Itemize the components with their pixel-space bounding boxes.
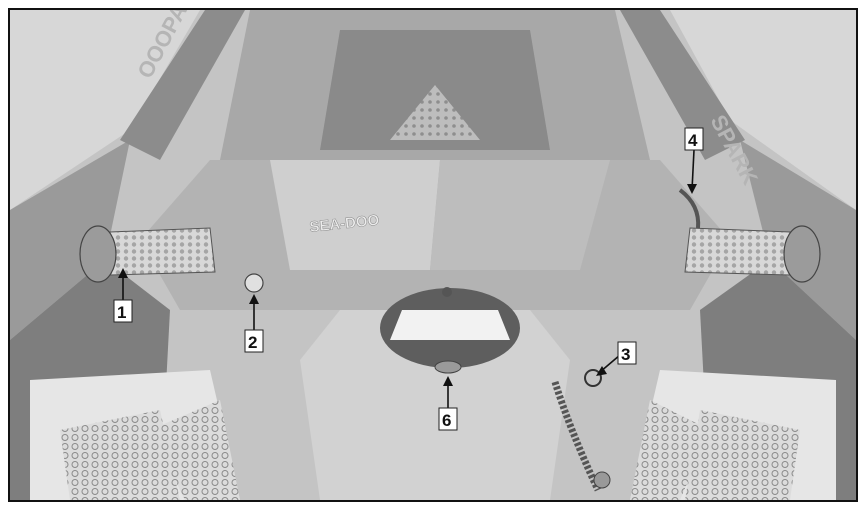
handlebar-illustration: OOOPAB SPARK SEA-DOO 1 2 3 bbox=[10, 10, 856, 500]
figure-frame: OOOPAB SPARK SEA-DOO 1 2 3 bbox=[8, 8, 858, 502]
left-grip-end bbox=[80, 226, 116, 282]
callout-1: 1 bbox=[114, 300, 132, 322]
callout-4-label: 4 bbox=[688, 131, 698, 150]
callout-3: 3 bbox=[618, 342, 636, 364]
callout-2-label: 2 bbox=[248, 333, 257, 352]
column-right-face bbox=[430, 160, 610, 270]
left-grip bbox=[110, 228, 215, 275]
start-stop-button bbox=[245, 274, 263, 292]
right-grip-end bbox=[784, 226, 820, 282]
callout-4: 4 bbox=[685, 128, 703, 150]
right-grip bbox=[685, 228, 790, 275]
console-latch bbox=[435, 361, 461, 373]
lanyard-clip bbox=[594, 472, 610, 488]
callout-2: 2 bbox=[245, 330, 263, 352]
center-screw bbox=[442, 287, 452, 297]
callout-1-label: 1 bbox=[117, 303, 126, 322]
callout-6: 6 bbox=[439, 408, 457, 430]
callout-3-label: 3 bbox=[621, 345, 630, 364]
callout-6-label: 6 bbox=[442, 411, 451, 430]
console-display-window bbox=[390, 310, 510, 340]
